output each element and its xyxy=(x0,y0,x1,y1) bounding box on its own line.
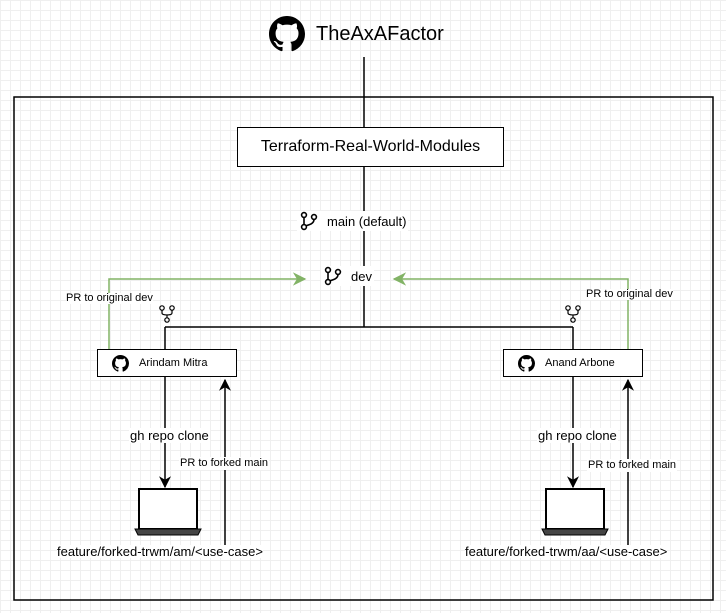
org-github-icon-wrap xyxy=(269,16,305,56)
org-name: TheAxAFactor xyxy=(316,23,444,45)
pr-forked-left-label: PR to forked main xyxy=(179,457,270,470)
dev-branch-text: dev xyxy=(351,268,372,284)
feature-branch-right: feature/forked-trwm/aa/<use-case> xyxy=(465,544,668,559)
branch-icon xyxy=(323,266,343,286)
main-branch-label: main (default) xyxy=(297,211,409,231)
pr-original-right-label: PR to original dev xyxy=(586,288,673,300)
laptop-icon xyxy=(134,488,202,536)
pr-original-right-arrow xyxy=(392,272,629,349)
fork-icon xyxy=(159,305,175,323)
pr-original-left-arrow xyxy=(108,272,307,349)
pr-original-left-label: PR to original dev xyxy=(66,292,153,304)
clone-right-label: gh repo clone xyxy=(537,428,618,443)
laptop-icon xyxy=(541,488,609,536)
pr-forked-right-label: PR to forked main xyxy=(587,459,678,472)
clone-left-label: gh repo clone xyxy=(129,428,210,443)
feature-branch-left: feature/forked-trwm/am/<use-case> xyxy=(57,544,263,559)
user-name-left: Arindam Mitra xyxy=(139,357,208,369)
user-box-left: Arindam Mitra xyxy=(97,349,237,377)
repo-box: Terraform-Real-World-Modules xyxy=(237,127,504,167)
main-branch-text: main (default) xyxy=(327,213,407,229)
dev-branch-label: dev xyxy=(321,266,374,286)
user-name-right: Anand Arbone xyxy=(545,357,615,369)
branch-icon xyxy=(299,211,319,231)
user-box-right: Anand Arbone xyxy=(503,349,643,377)
github-icon xyxy=(112,354,129,372)
github-icon xyxy=(269,16,305,52)
fork-icon xyxy=(565,305,581,323)
repo-name: Terraform-Real-World-Modules xyxy=(260,138,481,155)
github-icon xyxy=(518,354,535,372)
